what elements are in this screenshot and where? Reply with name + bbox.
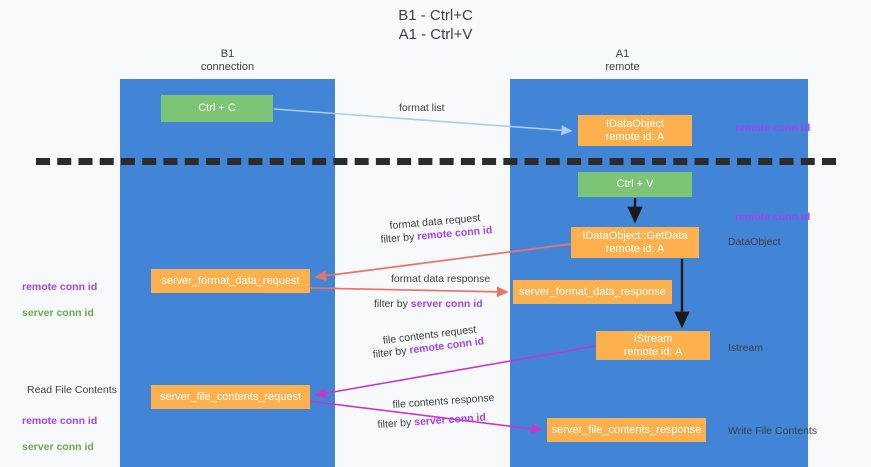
column-header-a1: A1 remote: [605, 48, 640, 73]
annotation-server-conn-id-left-2: server conn id: [22, 441, 94, 453]
annotation-remote-conn-id-mid: remote conn id: [735, 211, 811, 223]
node-server-file-contents-request[interactable]: server_file_contents_request: [151, 385, 310, 409]
filter-prefix: filter by: [377, 416, 415, 431]
annotation-remote-conn-id-left-2: remote conn id: [22, 415, 98, 427]
node-ctrl-c[interactable]: Ctrl + C: [161, 95, 273, 122]
node-server-format-data-request[interactable]: server_format_data_request: [151, 269, 310, 293]
node-idataobject[interactable]: IDataObject remote id: A: [578, 115, 692, 146]
phase-divider: [36, 158, 836, 165]
annotation-remote-conn-id-left: remote conn id: [22, 281, 98, 293]
column-header-b1: B1 connection: [200, 48, 255, 73]
annotation-read-file-contents: Read File Contents: [27, 384, 117, 396]
annotation-write-file-contents: Write File Contents: [728, 425, 818, 437]
edge-label-file-contents-response: file contents response: [392, 391, 495, 411]
node-ctrl-v[interactable]: Ctrl + V: [578, 172, 692, 197]
annotation-istream: Istream: [728, 342, 764, 354]
annotation-conn-ids-lower: remote conn id server conn id: [22, 402, 97, 467]
edge-label-format-data-response: format data response: [391, 273, 491, 285]
filter-prefix: filter by: [380, 230, 418, 246]
node-istream[interactable]: IStream remote id: A: [596, 331, 710, 360]
annotation-dataobject: DataObject: [728, 236, 781, 248]
filter-key: server conn id: [413, 411, 487, 429]
edge-label-file-contents-response-filter: filter by server conn id: [377, 410, 486, 432]
node-server-file-contents-response[interactable]: server_file_contents_response: [547, 418, 706, 442]
annotation-conn-ids-upper: remote conn id server conn id: [22, 268, 97, 333]
filter-prefix: filter by: [372, 344, 411, 361]
node-server-format-data-response[interactable]: server_format_data_response: [513, 280, 672, 304]
edge-label-format-list: format list: [399, 102, 445, 114]
annotation-server-conn-id-left: server conn id: [22, 307, 94, 319]
filter-key: server conn id: [410, 298, 483, 310]
edge-format-data-response: [309, 286, 509, 298]
edge-label-format-data-response-filter: filter by server conn id: [374, 297, 483, 311]
node-idataobject-getdata[interactable]: IDataObject::GetData remote id: A: [571, 227, 699, 258]
diagram-title: B1 - Ctrl+C A1 - Ctrl+V: [398, 7, 473, 43]
filter-prefix: filter by: [374, 298, 411, 310]
annotation-remote-conn-id-top: remote conn id: [735, 122, 811, 134]
